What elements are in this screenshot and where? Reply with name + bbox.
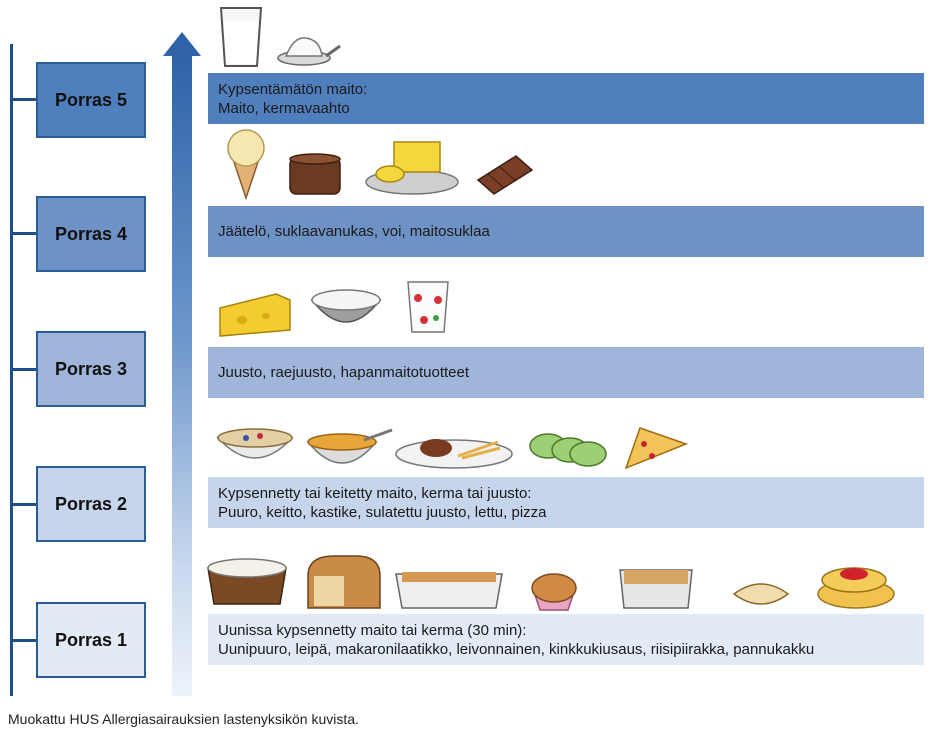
- step-band-5: Kypsentämätön maito: Maito, kermavaahto: [208, 73, 924, 124]
- yogurt-icon: [407, 281, 449, 333]
- soup-icon: [306, 428, 393, 464]
- macaroni-casserole-icon: [395, 572, 503, 609]
- image-credit-caption: Muokattu HUS Allergiasairauksien lasteny…: [8, 711, 359, 727]
- cheese-icon: [219, 293, 291, 337]
- sauce-dish-icon: [395, 439, 513, 469]
- step-box-4: Porras 4: [36, 196, 146, 272]
- axis-tick: [10, 232, 36, 235]
- oven-porridge-icon: [207, 558, 287, 605]
- butter-icon: [365, 141, 459, 195]
- band-line-2: Uunipuuro, leipä, makaronilaatikko, leiv…: [218, 640, 815, 658]
- band-line-2: Maito, kermavaahto: [218, 99, 350, 117]
- ice-cream-cone-icon: [227, 129, 265, 200]
- whipped-cream-icon: [277, 37, 341, 66]
- step-band-3: Juusto, raejuusto, hapanmaitotuotteet: [208, 347, 924, 398]
- chocolate-pudding-icon: [289, 153, 341, 195]
- pizza-slice-icon: [624, 427, 688, 470]
- step-band-2: Kypsennetty tai keitetty maito, kerma ta…: [208, 477, 924, 528]
- oven-pancake-icon: [817, 567, 895, 609]
- milk-glass-icon: [219, 7, 263, 67]
- rice-pie-icon: [732, 583, 790, 605]
- band-line-2: Puuro, keitto, kastike, sulatettu juusto…: [218, 503, 547, 521]
- step-band-4: Jäätelö, suklaavanukas, voi, maitosuklaa: [208, 206, 924, 257]
- step-box-5: Porras 5: [36, 62, 146, 138]
- step-box-3: Porras 3: [36, 331, 146, 407]
- milk-chocolate-icon: [476, 155, 534, 195]
- step-box-2: Porras 2: [36, 466, 146, 542]
- up-arrow-icon: [163, 32, 201, 56]
- step-box-1: Porras 1: [36, 602, 146, 678]
- band-line-1: Kypsennetty tai keitetty maito, kerma ta…: [218, 484, 532, 502]
- axis-tick: [10, 639, 36, 642]
- cottage-cheese-icon: [310, 289, 382, 323]
- band-line-1: Juusto, raejuusto, hapanmaitotuotteet: [218, 364, 470, 381]
- porridge-icon: [216, 428, 294, 459]
- progression-arrow-shaft: [172, 54, 192, 696]
- axis-tick: [10, 98, 36, 101]
- axis-tick: [10, 503, 36, 506]
- band-line-1: Kypsentämätön maito:: [218, 80, 368, 98]
- axis-tick: [10, 368, 36, 371]
- band-line-1: Jäätelö, suklaavanukas, voi, maitosuklaa: [218, 223, 490, 240]
- ham-casserole-icon: [619, 569, 693, 609]
- band-line-1: Uunissa kypsennetty maito tai kerma (30 …: [218, 621, 527, 639]
- step-band-1: Uunissa kypsennetty maito tai kerma (30 …: [208, 614, 924, 665]
- pastry-icon: [531, 573, 577, 611]
- pancakes-icon: [529, 433, 607, 467]
- bread-loaf-icon: [307, 555, 381, 609]
